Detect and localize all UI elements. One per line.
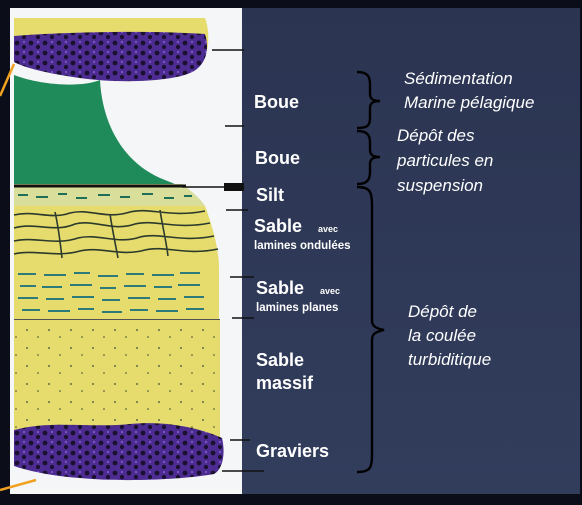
interp-turbidite-2: la coulée (408, 326, 476, 345)
label-silt: Silt (256, 185, 284, 205)
label-boue-lower: Boue (255, 148, 300, 168)
interp-suspension-1: Dépôt des (397, 126, 475, 145)
interp-turbidite-3: turbiditique (408, 350, 491, 369)
label-sable-ondulees-sub: lamines ondulées (254, 240, 351, 252)
label-sable-ondulees-main: Sable (254, 216, 302, 236)
label-sable-massif-1: Sable (256, 350, 304, 370)
bottom-gravel-layer (14, 423, 224, 480)
label-sable-planes-avec: avec (320, 286, 340, 296)
label-boue-upper: Boue (254, 92, 299, 112)
label-sable-ondulees-avec: avec (318, 224, 338, 234)
silt-marker (224, 183, 244, 191)
label-sable-planes-sub: lamines planes (256, 302, 338, 314)
label-sable-planes-main: Sable (256, 278, 304, 298)
interp-pelagic-1: Sédimentation (404, 69, 513, 88)
interp-suspension-2: particules en (396, 151, 493, 170)
interp-suspension-3: suspension (397, 176, 483, 195)
label-graviers: Graviers (256, 441, 329, 461)
interp-turbidite-1: Dépôt de (408, 302, 477, 321)
label-sable-massif-2: massif (256, 373, 314, 393)
interp-pelagic-2: Marine pélagique (404, 93, 534, 112)
